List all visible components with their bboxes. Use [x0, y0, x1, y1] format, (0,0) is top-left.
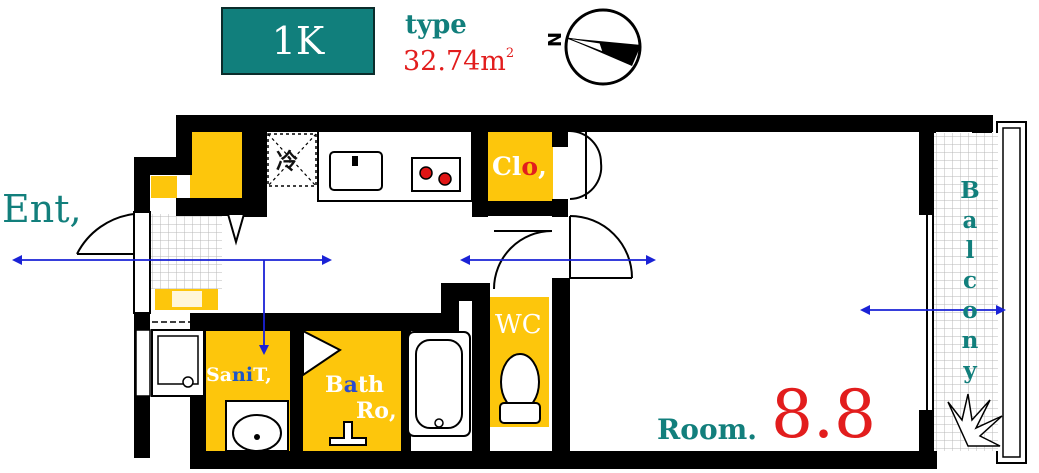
wall-closet-bottom [472, 201, 568, 216]
balcony-letter: B [960, 177, 980, 204]
layout-type-badge: 1K [221, 7, 375, 75]
sanitary-label: SaniT, [206, 364, 272, 386]
balcony-tiles [934, 133, 998, 451]
wall-closet-right-low [552, 199, 568, 217]
balcony-letter: n [961, 327, 979, 354]
entrance-door [76, 211, 151, 314]
wall-entry-shelf [176, 198, 266, 216]
floor-area: 32.74m2 [403, 46, 514, 77]
plant-icon [947, 393, 1003, 447]
balcony-rail [996, 121, 1027, 464]
floor-area-value: 32.74 [403, 46, 481, 77]
compass: N [543, 8, 642, 86]
entrance-shoe-storage [190, 131, 245, 204]
fridge-space [267, 133, 317, 187]
balcony-letter: l [965, 237, 975, 264]
wall-right-lower [919, 410, 936, 469]
closet-label: Clo, [492, 152, 547, 181]
compass-needle-tip [566, 37, 604, 53]
entrance-step-marker [226, 213, 246, 246]
room-label: Room. [657, 413, 757, 446]
shower-faucet-icon [329, 421, 367, 446]
balcony-label: B a l c o n y [958, 176, 982, 386]
wash-basin-icon [225, 400, 289, 452]
balcony-letter: a [962, 207, 978, 234]
wall-left-upper [176, 115, 192, 175]
stove-icon [411, 157, 461, 192]
wall-top [176, 115, 993, 132]
type-caption: type [405, 10, 467, 40]
bathtub-icon [407, 331, 471, 437]
wall-corner [972, 115, 992, 133]
floor-area-unit: m [480, 46, 506, 77]
wall-bath-top [206, 313, 459, 331]
entrance-step-fill [151, 176, 177, 198]
toilet-icon [499, 353, 541, 424]
lamp-glow [172, 291, 202, 307]
wall-closet-left [472, 131, 488, 217]
entrance-label: Ent, [2, 187, 82, 231]
balcony-letter: o [962, 297, 978, 324]
closet-fill [487, 131, 553, 203]
wall-wc-left [472, 283, 490, 469]
bath-door [302, 329, 342, 377]
bath-room-label: Ro, [356, 398, 397, 424]
wall-entry-left [134, 157, 150, 213]
faucet-icon [352, 156, 358, 166]
balcony-letter: y [963, 357, 977, 384]
burner-icon [419, 166, 433, 180]
circulation-arrows [12, 255, 1006, 355]
room-size: 8.8 [771, 376, 876, 453]
wall-right-upper [919, 115, 936, 215]
compass-north-letter: N [543, 32, 564, 47]
washing-machine-icon [151, 329, 205, 397]
wall-sanit-bath [290, 313, 303, 469]
kitchen-counter [317, 130, 473, 202]
fridge-label: 冷 [276, 150, 299, 175]
entrance-floor-tiles [150, 214, 222, 289]
layout-type-text: 1K [271, 19, 325, 63]
balcony-rail-inner [1002, 127, 1021, 458]
laundry-shelf [135, 329, 151, 397]
walls [134, 115, 993, 469]
wc-label: WC [495, 310, 542, 340]
sink-icon [329, 151, 383, 191]
wall-closet-right [552, 131, 568, 147]
floor-area-unit-sup: 2 [505, 46, 515, 61]
burner-icon [438, 172, 452, 186]
bath-label: Bath [325, 372, 385, 398]
wall-wc-right [552, 278, 570, 469]
wall-bath-inner [401, 313, 411, 469]
room-doors [493, 130, 633, 290]
balcony-letter: c [962, 267, 977, 294]
